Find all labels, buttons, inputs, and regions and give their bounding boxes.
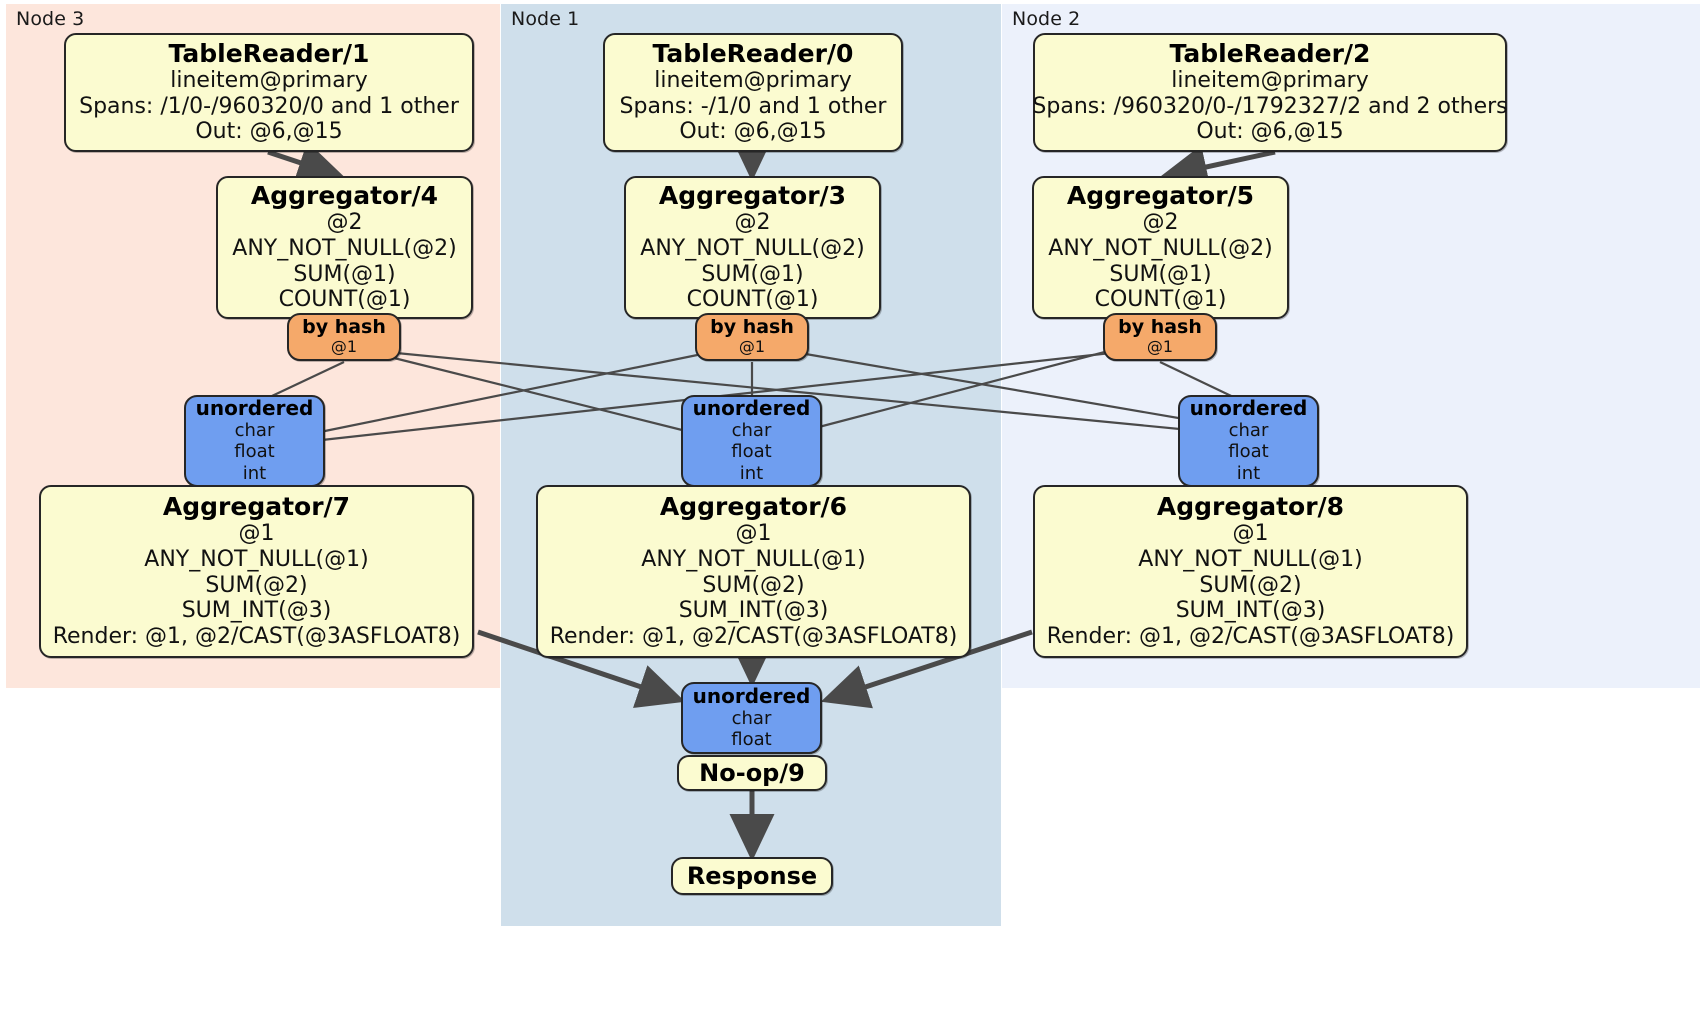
synchronizer-title: unordered <box>1189 396 1308 421</box>
processor-detail-line: ANY_NOT_NULL(@2) <box>1048 235 1273 261</box>
processor-render-line: Render: @1, @2/CAST(@3ASFLOAT8) <box>52 624 461 650</box>
processor-detail-line: SUM_INT(@3) <box>678 598 829 624</box>
processor-detail-line: lineitem@primary <box>170 67 368 93</box>
processor-detail-line: SUM(@2) <box>1199 572 1302 598</box>
processor-title: Aggregator/7 <box>162 491 351 521</box>
processor-tablereader-2[interactable]: TableReader/2 lineitem@primary Spans: /9… <box>1032 33 1508 152</box>
processor-title: Aggregator/4 <box>250 180 439 210</box>
synchronizer-type-line: float <box>731 441 772 463</box>
processor-title: Aggregator/8 <box>1156 491 1345 521</box>
processor-detail-line: Spans: -/1/0 and 1 other <box>619 93 887 119</box>
processor-title: TableReader/0 <box>652 38 854 68</box>
processor-tablereader-1[interactable]: TableReader/1 lineitem@primary Spans: /1… <box>64 33 474 152</box>
router-detail-line: @1 <box>1146 337 1174 357</box>
processor-detail-line: Spans: /960320/0-/1792327/2 and 2 others <box>1032 93 1508 119</box>
synchronizer-type-line: int <box>242 462 267 484</box>
processor-render-line: Render: @1, @2/CAST(@3ASFLOAT8) <box>1046 624 1455 650</box>
node-panel-label-node2: Node 2 <box>1012 8 1081 30</box>
processor-detail-line: @2 <box>1142 209 1179 235</box>
synchronizer-type-line: int <box>1236 462 1261 484</box>
router-by-hash-right[interactable]: by hash @1 <box>1103 313 1217 361</box>
synchronizer-type-line: float <box>234 441 275 463</box>
processor-title: TableReader/1 <box>168 38 370 68</box>
processor-aggregator-3[interactable]: Aggregator/3 @2 ANY_NOT_NULL(@2) SUM(@1)… <box>624 176 881 319</box>
processor-detail-line: SUM_INT(@3) <box>181 598 332 624</box>
processor-aggregator-5[interactable]: Aggregator/5 @2 ANY_NOT_NULL(@2) SUM(@1)… <box>1032 176 1289 319</box>
processor-detail-line: COUNT(@1) <box>686 287 819 313</box>
processor-detail-line: @1 <box>238 520 275 546</box>
processor-detail-line: ANY_NOT_NULL(@2) <box>640 235 865 261</box>
processor-detail-line: Out: @6,@15 <box>195 119 343 145</box>
processor-aggregator-4[interactable]: Aggregator/4 @2 ANY_NOT_NULL(@2) SUM(@1)… <box>216 176 473 319</box>
router-by-hash-center[interactable]: by hash @1 <box>695 313 809 361</box>
processor-detail-line: Out: @6,@15 <box>679 119 827 145</box>
processor-aggregator-8[interactable]: Aggregator/8 @1 ANY_NOT_NULL(@1) SUM(@2)… <box>1033 485 1468 658</box>
processor-detail-line: SUM(@1) <box>701 261 804 287</box>
processor-detail-line: lineitem@primary <box>1171 67 1369 93</box>
processor-noop-9[interactable]: No-op/9 <box>677 755 827 791</box>
processor-detail-line: COUNT(@1) <box>278 287 411 313</box>
synchronizer-type-line: float <box>1228 441 1269 463</box>
processor-detail-line: lineitem@primary <box>654 67 852 93</box>
processor-detail-line: Spans: /1/0-/960320/0 and 1 other <box>79 93 459 119</box>
processor-response[interactable]: Response <box>671 857 833 895</box>
processor-title: TableReader/2 <box>1169 38 1371 68</box>
processor-aggregator-6[interactable]: Aggregator/6 @1 ANY_NOT_NULL(@1) SUM(@2)… <box>536 485 971 658</box>
processor-detail-line: ANY_NOT_NULL(@2) <box>232 235 457 261</box>
processor-tablereader-0[interactable]: TableReader/0 lineitem@primary Spans: -/… <box>603 33 903 152</box>
processor-detail-line: SUM_INT(@3) <box>1175 598 1326 624</box>
processor-detail-line: SUM(@2) <box>205 572 308 598</box>
processor-detail-line: @1 <box>1232 520 1269 546</box>
router-by-hash-left[interactable]: by hash @1 <box>287 313 401 361</box>
processor-title: No-op/9 <box>699 758 805 787</box>
synchronizer-type-line: char <box>1228 419 1269 441</box>
router-detail-line: @1 <box>738 337 766 357</box>
processor-detail-line: SUM(@1) <box>1109 261 1212 287</box>
synchronizer-title: unordered <box>195 396 314 421</box>
processor-detail-line: Out: @6,@15 <box>1196 119 1344 145</box>
node-panel-label-node3: Node 3 <box>16 8 85 30</box>
processor-title: Aggregator/6 <box>659 491 848 521</box>
synchronizer-type-line: char <box>731 707 772 729</box>
processor-detail-line: @2 <box>734 209 771 235</box>
processor-title: Response <box>686 861 818 890</box>
processor-detail-line: ANY_NOT_NULL(@1) <box>1138 546 1363 572</box>
processor-render-line: Render: @1, @2/CAST(@3ASFLOAT8) <box>549 624 958 650</box>
synchronizer-unordered-center[interactable]: unordered char float int <box>681 395 822 487</box>
node-panel-label-node1: Node 1 <box>511 8 580 30</box>
router-title: by hash <box>302 316 386 339</box>
synchronizer-type-line: float <box>731 729 772 751</box>
processor-detail-line: COUNT(@1) <box>1094 287 1227 313</box>
synchronizer-unordered-right[interactable]: unordered char float int <box>1178 395 1319 487</box>
processor-detail-line: ANY_NOT_NULL(@1) <box>144 546 369 572</box>
processor-detail-line: @2 <box>326 209 363 235</box>
processor-detail-line: SUM(@2) <box>702 572 805 598</box>
synchronizer-title: unordered <box>692 684 811 709</box>
processor-detail-line: @1 <box>735 520 772 546</box>
synchronizer-title: unordered <box>692 396 811 421</box>
processor-title: Aggregator/5 <box>1066 180 1255 210</box>
synchronizer-unordered-left[interactable]: unordered char float int <box>184 395 325 487</box>
synchronizer-unordered-final[interactable]: unordered char float <box>681 682 822 754</box>
synchronizer-type-line: char <box>234 419 275 441</box>
router-title: by hash <box>710 316 794 339</box>
processor-detail-line: ANY_NOT_NULL(@1) <box>641 546 866 572</box>
router-detail-line: @1 <box>330 337 358 357</box>
processor-detail-line: SUM(@1) <box>293 261 396 287</box>
processor-title: Aggregator/3 <box>658 180 847 210</box>
synchronizer-type-line: char <box>731 419 772 441</box>
router-title: by hash <box>1118 316 1202 339</box>
processor-aggregator-7[interactable]: Aggregator/7 @1 ANY_NOT_NULL(@1) SUM(@2)… <box>39 485 474 658</box>
synchronizer-type-line: int <box>739 462 764 484</box>
